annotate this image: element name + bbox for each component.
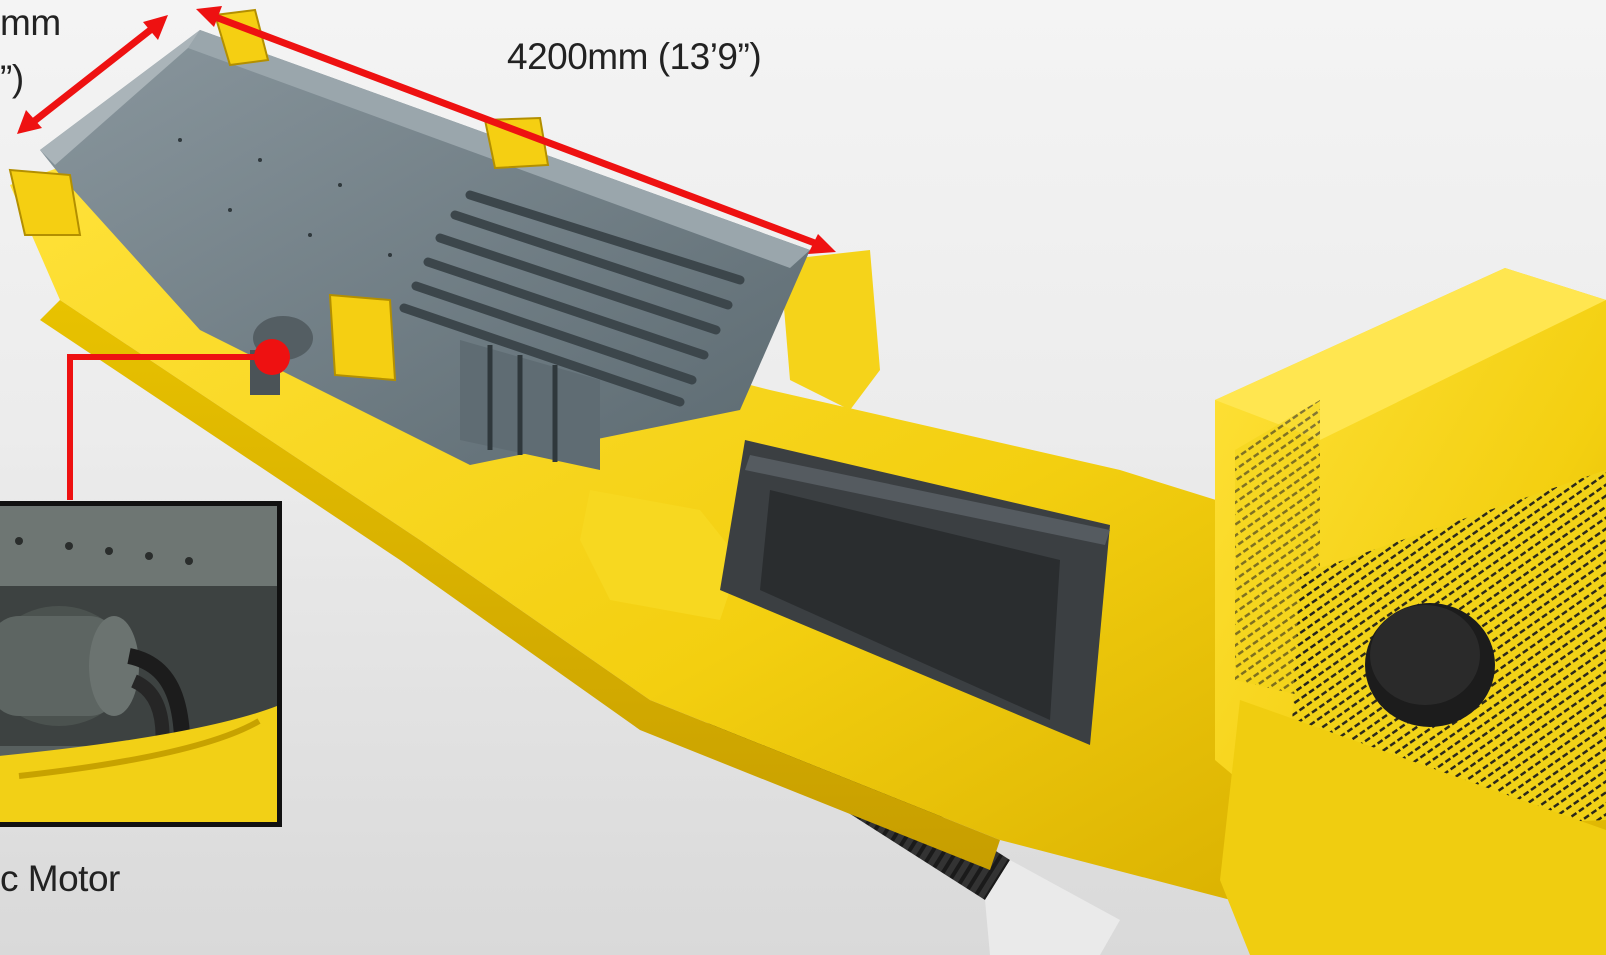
motor-photo-illustration bbox=[0, 506, 277, 822]
width-dimension-label-line1: mm bbox=[0, 2, 61, 43]
length-dimension-label: 4200mm (13’9”) bbox=[507, 36, 762, 77]
length-dimension-arrow bbox=[196, 6, 836, 254]
grizzly-bars bbox=[399, 190, 745, 407]
conveyor-bay bbox=[720, 440, 1110, 745]
engine-housing bbox=[1215, 268, 1606, 955]
motor-caption: c Motor bbox=[0, 858, 120, 899]
width-dimension-arrow bbox=[17, 15, 168, 134]
motor-callout-leader bbox=[67, 339, 290, 500]
motor-detail-photo bbox=[0, 501, 282, 827]
width-dimension-label-line2: ”) bbox=[0, 58, 24, 99]
